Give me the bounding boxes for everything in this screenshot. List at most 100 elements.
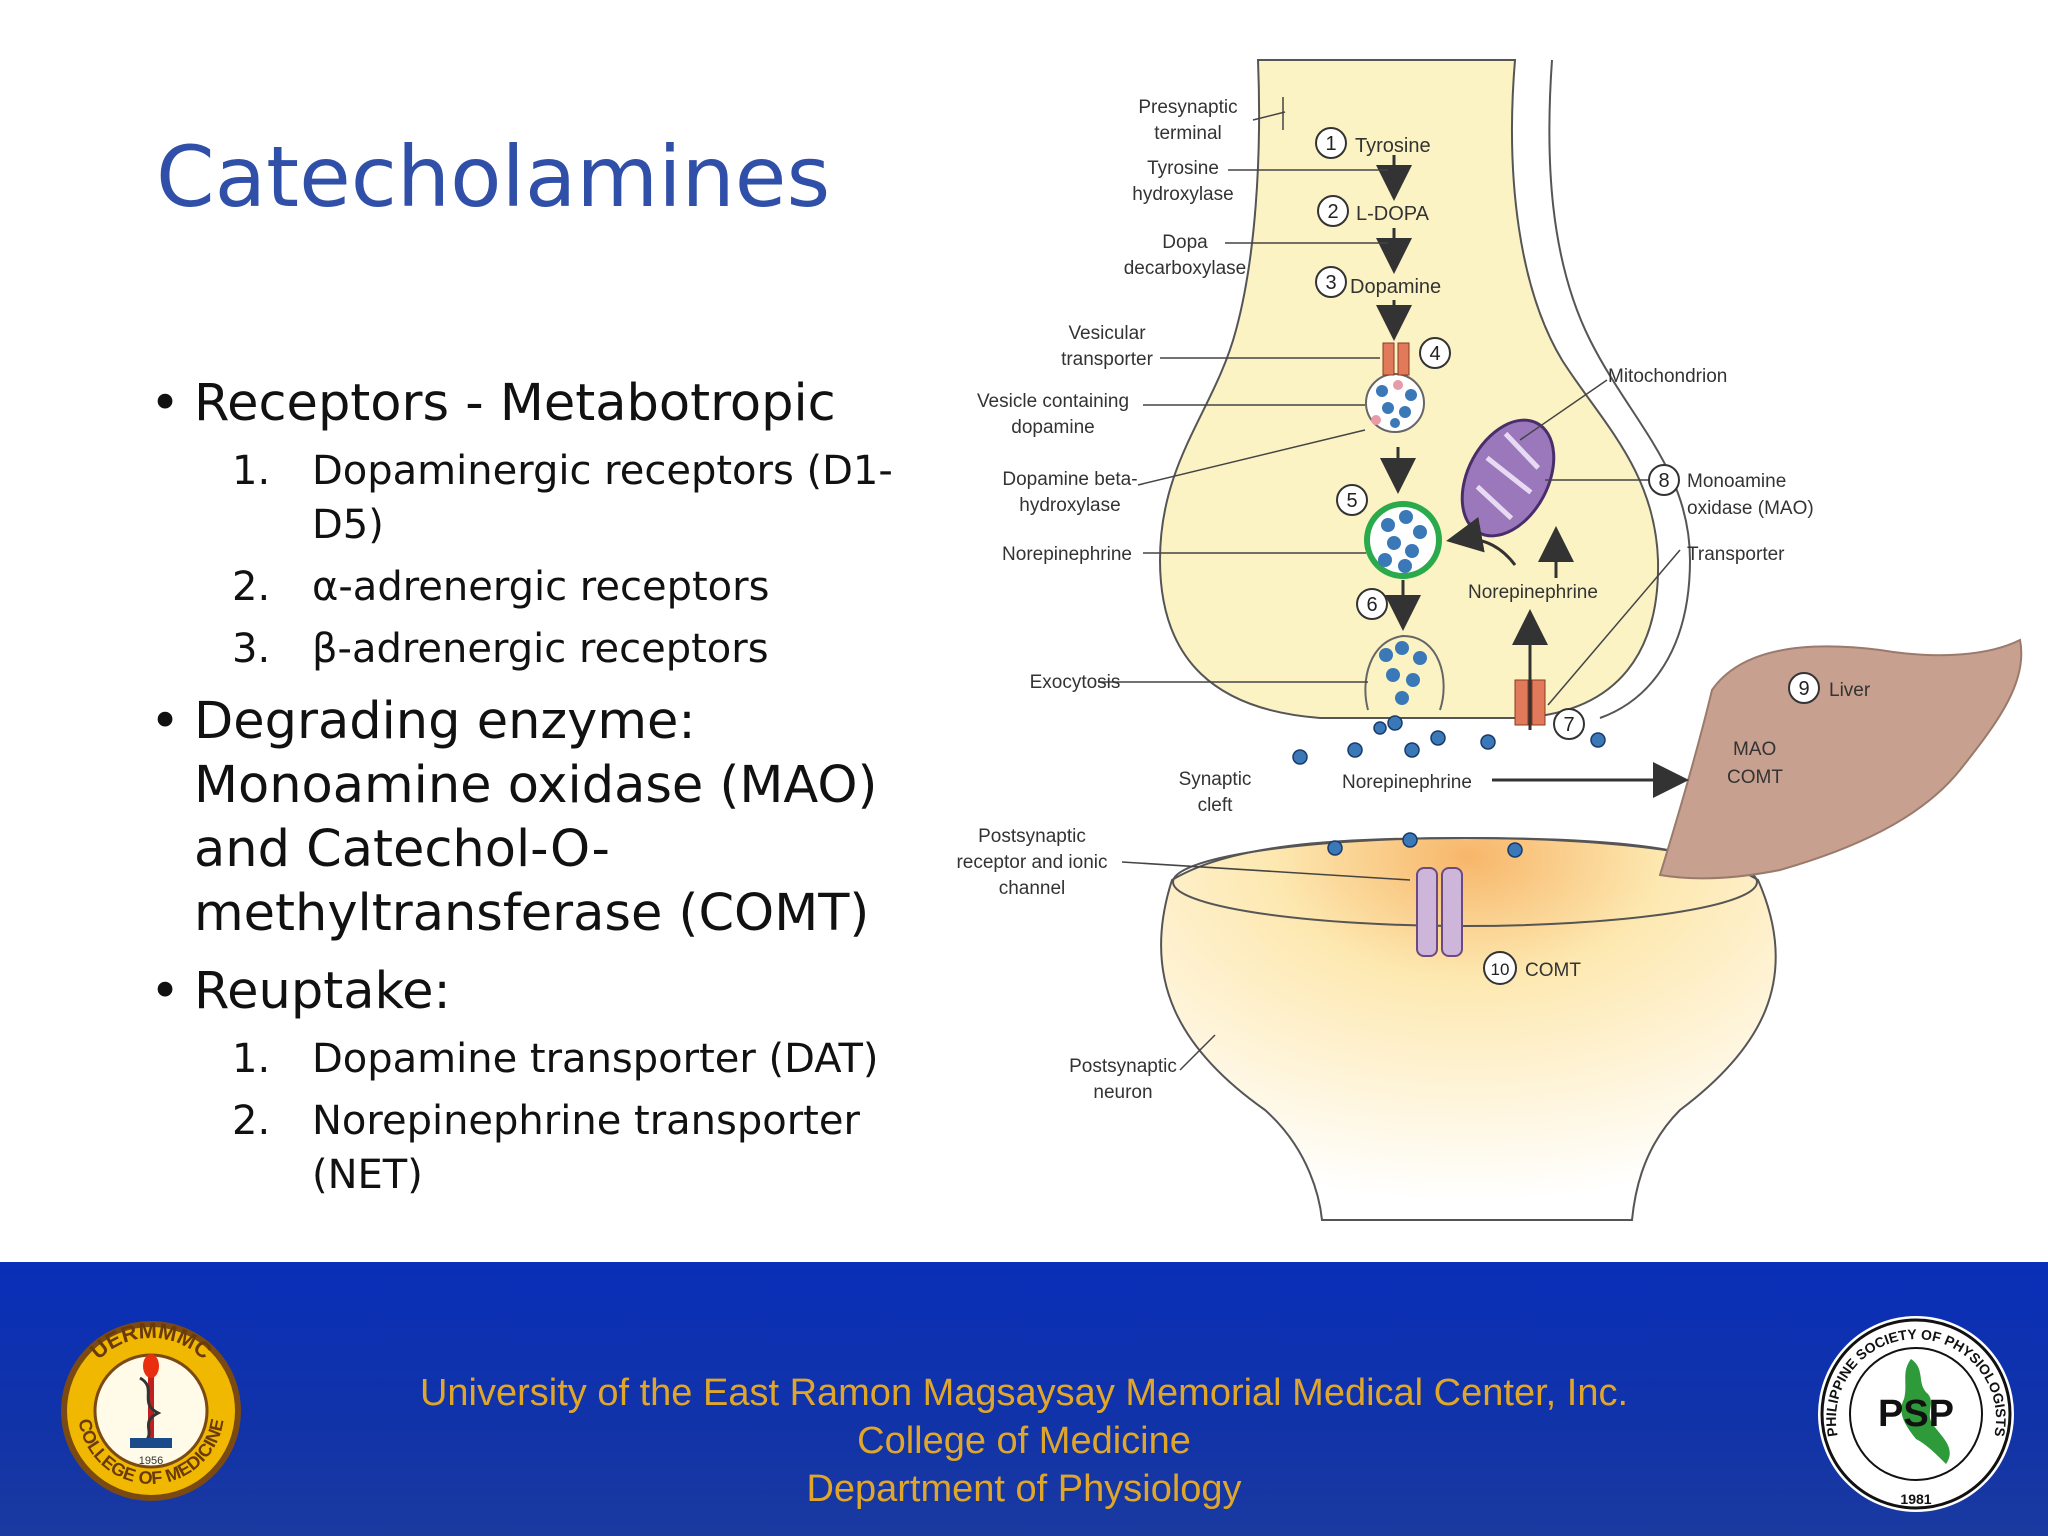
footer-college: College of Medicine <box>857 1420 1191 1462</box>
vesicular-transporter <box>1382 342 1410 376</box>
vesicle-dopamine <box>1365 373 1425 433</box>
step-number-6: 6 <box>1366 594 1377 616</box>
step-number-4: 4 <box>1429 343 1440 365</box>
label-vesicle-dopamine-2: dopamine <box>1011 417 1094 438</box>
item-text-cont: (NET) <box>312 1152 423 1198</box>
psp-society-logo: PSP 1981 PHILIPPINE SOCIETY OF PHYSIOLOG… <box>1818 1316 2014 1512</box>
label-norepinephrine-cleft: Norepinephrine <box>1342 772 1472 793</box>
label-mao-2: oxidase (MAO) <box>1687 498 1814 519</box>
uermmmc-college-logo: 1956 UERMMMC COLLEGE OF MEDICINE <box>61 1318 241 1501</box>
label-transporter: Transporter <box>1687 544 1785 565</box>
item-number: 1. <box>232 448 271 494</box>
label-exocytosis: Exocytosis <box>1030 672 1121 693</box>
logo-right-center: PSP <box>1878 1393 1954 1435</box>
step-ldopa: L-DOPA <box>1356 203 1430 225</box>
cleft-molecules <box>1292 715 1606 858</box>
vesicle-norepinephrine <box>1364 501 1442 579</box>
step-dopamine: Dopamine <box>1350 276 1441 298</box>
label-postsynaptic-neuron-2: neuron <box>1093 1082 1152 1103</box>
postsynaptic-neuron <box>1160 836 1777 1221</box>
footer-band: 1956 UERMMMC COLLEGE OF MEDICINE Univers… <box>0 1262 2048 1536</box>
item-text-cont: D5) <box>312 502 384 548</box>
label-comt: COMT <box>1525 960 1581 981</box>
mitochondrion <box>1460 418 1556 538</box>
bullet-degrading: • Degrading enzyme: Monoamine oxidase (M… <box>150 690 930 946</box>
label-vesicular-transporter-2: transporter <box>1061 349 1154 370</box>
bullet-reuptake-text: Reuptake: <box>194 962 451 1021</box>
item-text: Norepinephrine transporter <box>312 1098 860 1144</box>
label-norepinephrine-inner: Norepinephrine <box>1468 582 1598 603</box>
postsynaptic-receptor-channel <box>1416 867 1463 957</box>
label-vesicular-transporter-1: Vesicular <box>1068 323 1146 344</box>
label-mitochondrion: Mitochondrion <box>1608 366 1727 387</box>
label-tyrosine-hydroxylase-2: hydroxylase <box>1132 184 1233 205</box>
label-presynaptic-1: Presynaptic <box>1138 97 1237 118</box>
label-presynaptic-2: terminal <box>1154 123 1222 144</box>
label-dopa-decarboxylase-1: Dopa <box>1162 232 1208 253</box>
step-number-5: 5 <box>1346 490 1357 512</box>
sub-item-beta: 3. β-adrenergic receptors <box>150 622 930 676</box>
label-synaptic-cleft-1: Synaptic <box>1179 769 1252 790</box>
label-liver-mao: MAO <box>1733 739 1776 760</box>
label-mao-1: Monoamine <box>1687 471 1786 492</box>
step-number-3: 3 <box>1325 272 1336 294</box>
synapse-diagram: 1 2 3 4 5 6 7 8 9 10 Tyrosine L-DOPA Dop… <box>956 59 2023 1221</box>
item-number: 1. <box>232 1036 271 1082</box>
slide-title: Catecholamines <box>156 128 831 226</box>
bullet-degrading-line: and Catechol-O- <box>194 820 610 879</box>
label-liver-comt: COMT <box>1727 767 1783 788</box>
bullet-receptors-text: Receptors - Metabotropic <box>194 374 836 433</box>
label-tyrosine-hydroxylase-1: Tyrosine <box>1147 158 1219 179</box>
vesicle-exocytosis <box>1364 634 1445 711</box>
postsynaptic-membrane <box>1172 837 1758 927</box>
step-number-1: 1 <box>1325 133 1336 155</box>
bullet-list: • Receptors - Metabotropic 1. Dopaminerg… <box>150 362 930 1202</box>
bullet-receptors: • Receptors - Metabotropic <box>150 372 930 436</box>
step-number-8: 8 <box>1658 470 1669 492</box>
sub-item-dopaminergic: 1. Dopaminergic receptors (D1- D5) <box>150 444 930 552</box>
item-text: α-adrenergic receptors <box>312 564 770 610</box>
item-number: 2. <box>232 564 271 610</box>
step-number-9: 9 <box>1798 678 1809 700</box>
bullet-reuptake: • Reuptake: <box>150 960 930 1024</box>
step-number-2: 2 <box>1327 201 1338 223</box>
bullet-degrading-line: Monoamine oxidase (MAO) <box>194 756 878 815</box>
bullet-degrading-line: methyltransferase (COMT) <box>194 884 870 943</box>
bullet-dot: • <box>150 692 181 751</box>
sub-item-alpha: 2. α-adrenergic receptors <box>150 560 930 614</box>
pathway-arrows <box>1376 155 1689 798</box>
label-norepinephrine-left: Norepinephrine <box>1002 544 1132 565</box>
label-vesicle-dopamine-1: Vesicle containing <box>977 391 1129 412</box>
step-number-circles <box>1315 127 1820 985</box>
label-dopa-decarboxylase-2: decarboxylase <box>1124 258 1247 279</box>
leader-lines <box>1098 97 1681 1071</box>
axon-sheath <box>1548 59 1692 719</box>
reuptake-transporter <box>1514 679 1546 726</box>
item-text: Dopaminergic receptors (D1- <box>312 448 893 494</box>
footer-university: University of the East Ramon Magsaysay M… <box>419 1372 1629 1414</box>
logo-left-year: 1956 <box>139 1455 163 1467</box>
liver-shape <box>1658 638 2023 880</box>
bullet-dot: • <box>150 962 181 1021</box>
label-postsynaptic-neuron-1: Postsynaptic <box>1069 1056 1177 1077</box>
bullet-dot: • <box>150 374 181 433</box>
logo-right-year: 1981 <box>1900 1491 1931 1507</box>
step-number-7: 7 <box>1563 714 1574 736</box>
label-liver: Liver <box>1829 680 1871 701</box>
label-dopamine-beta-2: hydroxylase <box>1019 495 1120 516</box>
footer-department: Department of Physiology <box>806 1468 1242 1510</box>
label-postsynaptic-receptor-1: Postsynaptic <box>978 826 1086 847</box>
step-tyrosine: Tyrosine <box>1355 135 1431 157</box>
sub-item-net: 2. Norepinephrine transporter (NET) <box>150 1094 930 1202</box>
item-number: 2. <box>232 1098 271 1144</box>
label-synaptic-cleft-2: cleft <box>1198 795 1234 816</box>
bullet-degrading-line: Degrading enzyme: <box>194 692 696 751</box>
sub-item-dat: 1. Dopamine transporter (DAT) <box>150 1032 930 1086</box>
item-text: Dopamine transporter (DAT) <box>312 1036 879 1082</box>
label-postsynaptic-receptor-3: channel <box>999 878 1066 899</box>
label-postsynaptic-receptor-2: receptor and ionic <box>956 852 1107 873</box>
item-number: 3. <box>232 626 271 672</box>
step-number-10: 10 <box>1491 960 1510 979</box>
label-dopamine-beta-1: Dopamine beta- <box>1002 469 1137 490</box>
item-text: β-adrenergic receptors <box>312 626 769 672</box>
